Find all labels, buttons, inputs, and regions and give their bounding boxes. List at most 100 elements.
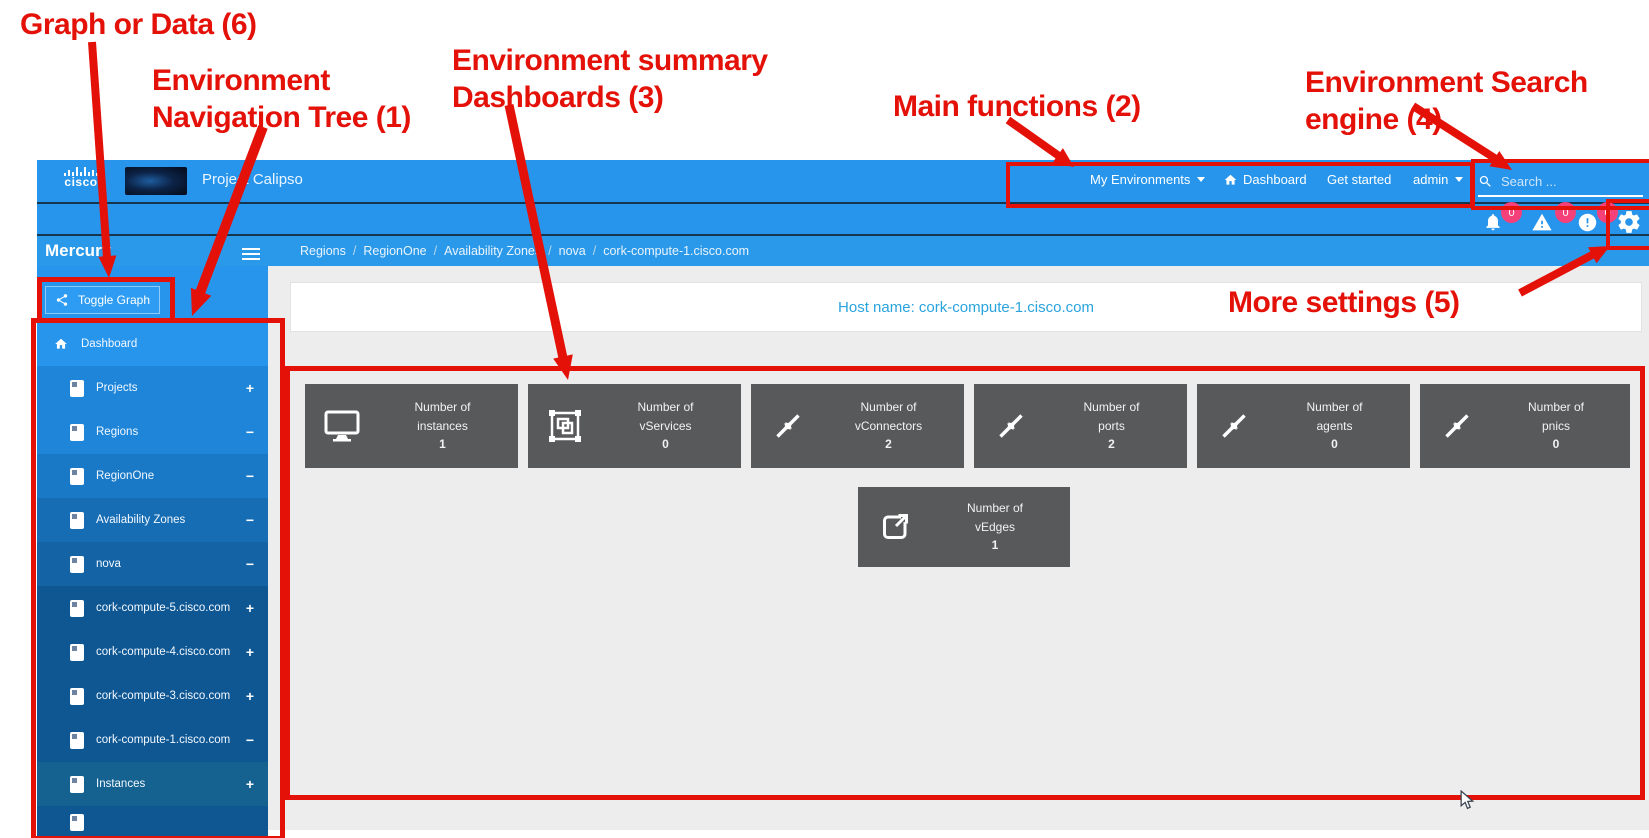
tile-ports[interactable]: Number of ports 2 bbox=[974, 384, 1187, 468]
tile-value: 1 bbox=[439, 437, 446, 452]
sidebar-item-nova[interactable]: nova − bbox=[37, 542, 268, 586]
annotation-label-navigation-tree: Environment Navigation Tree (1) bbox=[152, 64, 411, 134]
error-circle-icon[interactable] bbox=[1577, 212, 1598, 238]
breadcrumb-item[interactable]: cork-compute-1.cisco.com bbox=[603, 244, 750, 258]
menu-admin[interactable]: admin bbox=[1413, 172, 1464, 187]
expander-toggle[interactable]: − bbox=[245, 468, 254, 484]
sidebar-item-cork-compute-5[interactable]: cork-compute-5.cisco.com + bbox=[37, 586, 268, 630]
breadcrumb-separator: / bbox=[352, 244, 357, 258]
sidebar-item-regionone[interactable]: RegionOne − bbox=[37, 454, 268, 498]
annotation-label-main-functions: Main functions (2) bbox=[893, 90, 1141, 123]
tree-node-icon bbox=[70, 599, 84, 617]
expander-toggle[interactable]: − bbox=[245, 424, 254, 440]
bell-icon[interactable] bbox=[1483, 211, 1503, 238]
environment-name: Mercury bbox=[45, 241, 112, 260]
tile-vconnectors[interactable]: Number of vConnectors 2 bbox=[751, 384, 964, 468]
tree-node-label: cork-compute-1.cisco.com bbox=[96, 734, 231, 746]
tree-node-icon bbox=[70, 687, 84, 705]
menu-dashboard[interactable]: Dashboard bbox=[1223, 172, 1307, 187]
tile-line2: ports bbox=[1098, 418, 1125, 433]
home-icon bbox=[55, 338, 67, 349]
annotation-label-more-settings: More settings (5) bbox=[1228, 286, 1460, 319]
tile-line2: vEdges bbox=[974, 519, 1016, 534]
tile-line2: instances bbox=[417, 418, 468, 433]
tile-value: 2 bbox=[885, 437, 892, 452]
tile-line2: vServices bbox=[639, 418, 692, 433]
tree-node-icon bbox=[70, 731, 84, 749]
compress-arrows-icon bbox=[1197, 413, 1271, 439]
breadcrumb-item[interactable]: nova bbox=[558, 244, 586, 258]
tile-line2: agents bbox=[1316, 418, 1353, 433]
tree-node-icon bbox=[70, 643, 84, 661]
tile-vedges[interactable]: Number of vEdges 1 bbox=[858, 487, 1070, 567]
expander-toggle[interactable]: + bbox=[245, 380, 254, 396]
annotation-label-search-engine: Environment Search engine (4) bbox=[1305, 66, 1588, 136]
expander-toggle[interactable]: + bbox=[245, 776, 254, 792]
compress-arrows-icon bbox=[1420, 413, 1494, 439]
tree-node-icon bbox=[70, 814, 84, 831]
annotation-box-search bbox=[1471, 159, 1649, 210]
chevron-down-icon bbox=[1197, 177, 1206, 182]
tile-vservices[interactable]: Number of vServices 0 bbox=[528, 384, 741, 468]
tile-line2: vConnectors bbox=[854, 418, 923, 433]
warning-triangle-icon[interactable] bbox=[1530, 212, 1554, 238]
tile-line1: Number of bbox=[860, 400, 917, 415]
tile-value: 0 bbox=[1331, 437, 1338, 452]
menu-my-environments[interactable]: My Environments bbox=[1090, 172, 1206, 187]
tree-node-label: Regions bbox=[96, 426, 139, 438]
breadcrumb-item[interactable]: Regions bbox=[300, 244, 346, 258]
tree-node-icon bbox=[70, 423, 84, 441]
menu-get-started[interactable]: Get started bbox=[1327, 172, 1391, 187]
annotation-label-graph-or-data: Graph or Data (6) bbox=[20, 8, 257, 41]
search-box[interactable] bbox=[1478, 167, 1643, 197]
expander-toggle[interactable]: + bbox=[245, 688, 254, 704]
annotation-box-main-functions bbox=[1006, 162, 1474, 208]
sidebar-item-cork-compute-3[interactable]: cork-compute-3.cisco.com + bbox=[37, 674, 268, 718]
tree-node-icon bbox=[70, 467, 84, 485]
tile-pnics[interactable]: Number of pnics 0 bbox=[1420, 384, 1630, 468]
tree-node-label: Dashboard bbox=[81, 338, 138, 350]
toggle-graph-button[interactable]: Toggle Graph bbox=[45, 286, 160, 314]
tile-line1: Number of bbox=[414, 400, 471, 415]
gear-icon[interactable] bbox=[1616, 209, 1642, 240]
sidebar-item-cork-compute-1[interactable]: cork-compute-1.cisco.com − bbox=[37, 718, 268, 762]
tile-line1: Number of bbox=[966, 501, 1024, 516]
sidebar-item-instances[interactable]: Instances + bbox=[37, 762, 268, 806]
host-title: Host name: cork-compute-1.cisco.com bbox=[838, 298, 1094, 316]
breadcrumb-item[interactable]: Availability Zones bbox=[444, 244, 542, 258]
hamburger-menu-icon[interactable] bbox=[242, 245, 260, 263]
tree-node-label: Availability Zones bbox=[96, 514, 186, 526]
cisco-logo: cisco bbox=[55, 166, 107, 189]
expander-toggle[interactable]: − bbox=[245, 512, 254, 528]
tile-value: 1 bbox=[991, 538, 999, 553]
sidebar-item-availability-zones[interactable]: Availability Zones − bbox=[37, 498, 268, 542]
tile-value: 2 bbox=[1108, 437, 1115, 452]
tile-instances[interactable]: Number of instances 1 bbox=[305, 384, 518, 468]
menu-label: My Environments bbox=[1090, 172, 1191, 187]
sidebar-item-cork-compute-4[interactable]: cork-compute-4.cisco.com + bbox=[37, 630, 268, 674]
chevron-down-icon bbox=[1455, 177, 1464, 182]
breadcrumb-item[interactable]: RegionOne bbox=[363, 244, 427, 258]
tile-line1: Number of bbox=[1306, 400, 1363, 415]
search-input[interactable] bbox=[1499, 172, 1628, 190]
tree-node-label: cork-compute-5.cisco.com bbox=[96, 602, 231, 614]
tile-line1: Number of bbox=[1083, 400, 1140, 415]
monitor-icon bbox=[305, 410, 379, 442]
annotation-label-summary-dashboards: Environment summary Dashboards (3) bbox=[452, 44, 768, 114]
environment-bar bbox=[37, 236, 1649, 266]
notification-bar bbox=[37, 204, 1649, 236]
sidebar-item-projects[interactable]: Projects + bbox=[37, 366, 268, 410]
object-group-icon bbox=[528, 408, 602, 444]
sidebar-item-regions[interactable]: Regions − bbox=[37, 410, 268, 454]
tile-agents[interactable]: Number of agents 0 bbox=[1197, 384, 1410, 468]
arrow-main-functions bbox=[1005, 116, 1062, 160]
expander-toggle[interactable]: + bbox=[245, 644, 254, 660]
sidebar-item-partial[interactable] bbox=[37, 806, 268, 838]
expander-toggle[interactable]: − bbox=[245, 556, 254, 572]
sidebar-item-dashboard[interactable]: Dashboard bbox=[37, 322, 268, 366]
expander-toggle[interactable]: − bbox=[245, 732, 254, 748]
expander-toggle[interactable]: + bbox=[245, 600, 254, 616]
breadcrumb-separator: / bbox=[433, 244, 438, 258]
external-link-icon bbox=[858, 512, 932, 542]
